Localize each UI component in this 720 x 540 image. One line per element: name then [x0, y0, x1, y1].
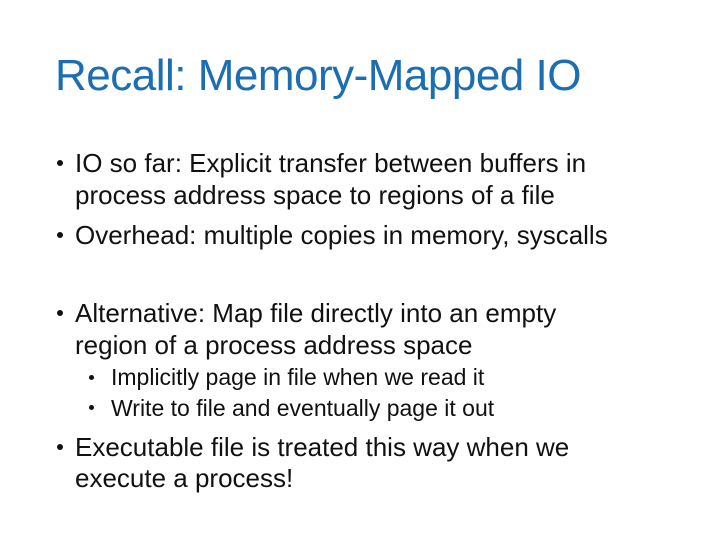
bullet-text-executable-line1: Executable file is treated this way when…: [75, 432, 570, 462]
bullet-text-io-so-far-line2: process address space to regions of a fi…: [75, 180, 555, 210]
bullet-text-executable-line2: execute a process!: [75, 463, 294, 493]
bullet-text-alternative-line2: region of a process address space: [75, 330, 473, 360]
bullet-dot: [57, 444, 63, 450]
sub-bullet-text-write-to-file: Write to file and eventually page it out: [111, 395, 495, 421]
bullet-text-overhead: Overhead: multiple copies in memory, sys…: [75, 220, 608, 250]
sub-bullet-dot: [89, 375, 94, 380]
bullet-dot: [57, 310, 63, 316]
bullet-text-io-so-far-line1: IO so far: Explicit transfer between buf…: [75, 148, 587, 178]
sub-bullet-text-implicitly-page: Implicitly page in file when we read it: [111, 364, 485, 390]
bullet-text-alternative-line1: Alternative: Map file directly into an e…: [75, 298, 557, 328]
bullet-dot: [57, 232, 63, 238]
slide-title: Recall: Memory-Mapped IO: [55, 51, 581, 100]
sub-bullet-dot: [89, 405, 94, 410]
bullet-dot: [57, 160, 63, 166]
